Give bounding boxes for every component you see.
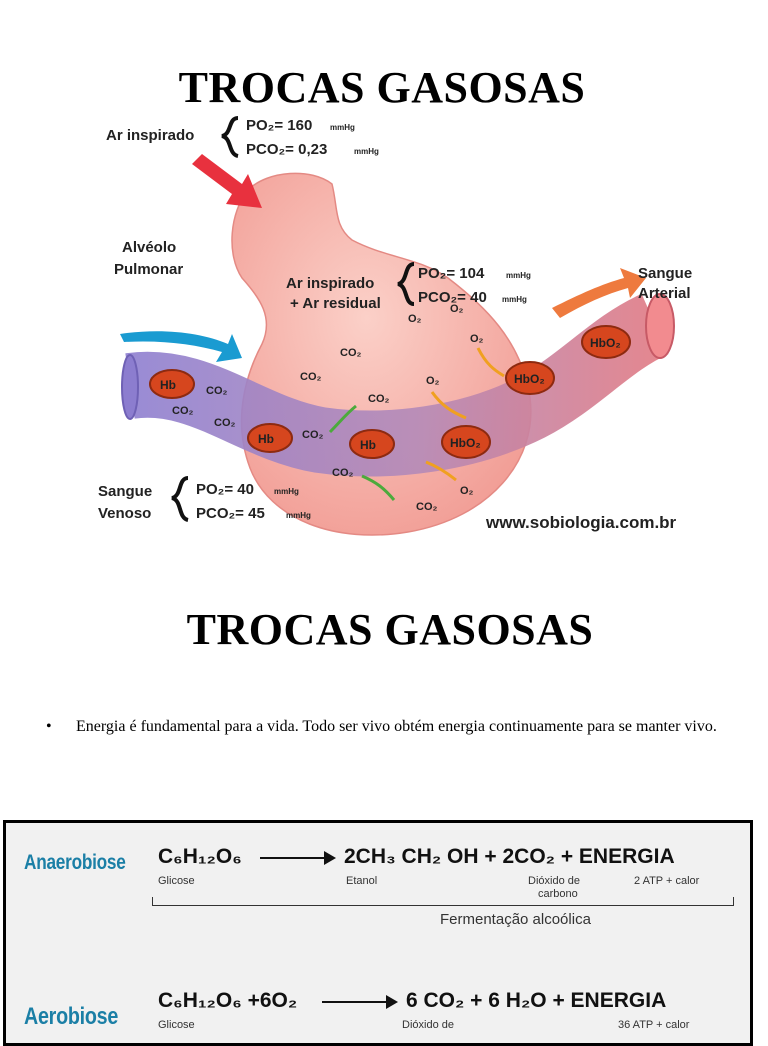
equation-figure: Anaerobiose C₆H₁₂O₆ 2CH₃ CH₂ OH + 2CO₂ +…	[3, 820, 753, 1046]
anaerobic-reactant: C₆H₁₂O₆	[158, 845, 242, 868]
co2-label: CO₂	[300, 371, 322, 383]
o2-label: O₂	[408, 313, 422, 325]
alveolus-label-1: Alvéolo	[122, 239, 176, 256]
hbo2-label: HbO₂	[514, 372, 545, 386]
slide-title-2: TROCAS GASOSAS	[186, 605, 594, 654]
inspired-pco2-unit: mmHg	[354, 147, 379, 156]
o2-arrows	[425, 347, 505, 482]
co2-arrows	[328, 404, 396, 501]
vessel-inlet	[121, 354, 139, 420]
venous-label-2: Venoso	[98, 505, 151, 522]
venous-po2: PO₂= 40	[196, 481, 254, 498]
hb-label: Hb	[360, 438, 376, 452]
bullet-item: • Energia é fundamental para a vida. Tod…	[46, 716, 736, 738]
co2-label: CO₂	[172, 405, 194, 417]
process-bracket	[152, 897, 734, 906]
aerobic-glucose: Glicose	[158, 1019, 195, 1031]
alveolus-label-2: Pulmonar	[114, 261, 183, 278]
aerobic-co2: Dióxido de	[402, 1019, 454, 1031]
brace-venous	[171, 476, 189, 522]
anaerobic-glucose: Glicose	[158, 875, 195, 887]
aerobic-name: Aerobiose	[24, 1003, 119, 1030]
inner-air-label-2: + Ar residual	[290, 295, 381, 312]
reaction-arrow-icon	[260, 851, 336, 865]
o2-label: O₂	[470, 333, 484, 345]
reaction-arrow-icon	[322, 995, 398, 1009]
venous-pco2: PCO₂= 45	[196, 505, 265, 522]
website-credit: www.sobiologia.com.br	[485, 513, 677, 532]
co2-label: CO₂	[214, 417, 236, 429]
aerobic-products: 6 CO₂ + 6 H₂O + ENERGIA	[406, 989, 667, 1012]
co2-label: CO₂	[416, 501, 438, 513]
co2-label: CO₂	[332, 467, 354, 479]
brace-inspired	[221, 116, 239, 158]
inspired-label: Ar inspirado	[106, 127, 194, 144]
co2-label: CO₂	[340, 347, 362, 359]
alveolus-shape	[231, 172, 532, 536]
hb-cells: Hb Hb Hb HbO₂ HbO₂ HbO₂	[149, 325, 631, 459]
venous-label-1: Sangue	[98, 483, 152, 500]
aerobic-reactant: C₆H₁₂O₆ +6O₂	[158, 989, 298, 1012]
anaerobic-ethanol: Etanol	[346, 875, 378, 887]
blood-vessel	[125, 293, 670, 477]
aerobic-energy: 36 ATP + calor	[618, 1019, 690, 1031]
inner-po2-unit: mmHg	[506, 271, 531, 280]
anaerobic-co2-2: carbono	[538, 888, 578, 900]
bullet-dot-icon: •	[46, 718, 52, 735]
gas-exchange-diagram: Ar inspirado PO₂= 160 mmHg PCO₂= 0,23 mm…	[98, 116, 692, 536]
inner-po2: PO₂= 104	[418, 265, 485, 282]
inspired-pco2: PCO₂= 0,23	[246, 141, 327, 158]
o2-label: O₂	[460, 485, 474, 497]
brace-inner	[397, 262, 415, 306]
co2-label: CO₂	[206, 385, 228, 397]
hb-label: Hb	[258, 432, 274, 446]
anaerobic-energy: 2 ATP + calor	[634, 875, 700, 887]
hbo2-label: HbO₂	[450, 436, 481, 450]
arterial-label-2: Arterial	[638, 285, 691, 302]
co2-label: CO₂	[302, 429, 324, 441]
venous-flow-arrow	[120, 331, 242, 362]
anaerobic-products: 2CH₃ CH₂ OH + 2CO₂ + ENERGIA	[344, 845, 675, 868]
o2-label: O₂	[426, 375, 440, 387]
inspired-po2-unit: mmHg	[330, 123, 355, 132]
inner-pco2-unit: mmHg	[502, 295, 527, 304]
o2-label: O₂	[450, 303, 464, 315]
arterial-label-1: Sangue	[638, 265, 692, 282]
inspired-po2: PO₂= 160	[246, 117, 312, 134]
venous-po2-unit: mmHg	[274, 487, 299, 496]
inner-pco2: PCO₂= 40	[418, 289, 487, 306]
slide-title-1: TROCAS GASOSAS	[178, 63, 586, 112]
hb-label: Hb	[160, 378, 176, 392]
bullet-list: • Energia é fundamental para a vida. Tod…	[46, 716, 736, 738]
process-label: Fermentação alcoólica	[440, 911, 591, 928]
venous-pco2-unit: mmHg	[286, 511, 311, 520]
bullet-text: Energia é fundamental para a vida. Todo …	[76, 718, 717, 735]
arterial-flow-arrow	[552, 268, 646, 318]
hbo2-label: HbO₂	[590, 336, 621, 350]
anaerobic-co2-1: Dióxido de	[528, 875, 580, 887]
co2-label: CO₂	[368, 393, 390, 405]
inner-air-label-1: Ar inspirado	[286, 275, 374, 292]
inspired-air-arrow	[192, 154, 262, 208]
vessel-opening	[645, 293, 675, 359]
anaerobic-name: Anaerobiose	[24, 851, 126, 874]
